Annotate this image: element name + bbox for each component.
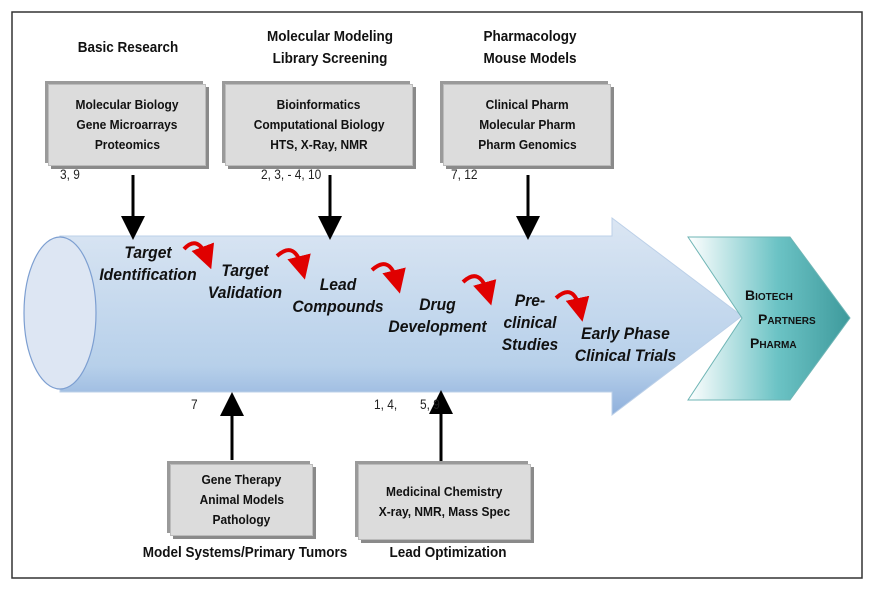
stage-line: clinical (503, 313, 557, 332)
stage-preclinical-studies: Pre- clinical Studies (493, 290, 567, 356)
heading-pharmacology: Pharmacology Mouse Models (440, 26, 620, 70)
box-item: Bioinformatics (277, 97, 361, 112)
box-item: Gene Microarrays (76, 117, 178, 132)
transition-arrow-5 (554, 290, 590, 322)
stage-line: Validation (207, 283, 283, 302)
stage-line: Compounds (292, 297, 384, 316)
stage-line: Clinical Trials (574, 346, 677, 365)
stage-line: Identification (99, 265, 197, 284)
box-item: Molecular Biology (75, 97, 179, 112)
stage-target-identification: Target Identification (93, 242, 203, 286)
box-item: Molecular Pharm (478, 117, 576, 132)
heading-line: Pharmacology (483, 28, 577, 45)
box-lead-optimization: Medicinal Chemistry X-ray, NMR, Mass Spe… (358, 464, 531, 540)
box-item: Proteomics (94, 137, 160, 152)
pipeline-arrow (59, 216, 743, 417)
box-item: Medicinal Chemistry (386, 484, 503, 499)
partners-chevron (687, 236, 851, 401)
heading-line: Molecular Modeling (266, 28, 393, 45)
stage-drug-development: Drug Development (385, 294, 491, 338)
refs-pharmacology: 7, 12 (451, 166, 478, 182)
box-item: Gene Therapy (201, 472, 282, 487)
partner-biotech: Biotech (745, 287, 793, 303)
transition-arrow-1 (182, 241, 215, 270)
box-model-systems: Gene Therapy Animal Models Pathology (170, 464, 313, 536)
stage-line: Target (124, 243, 172, 262)
stage-line: Early Phase (581, 324, 670, 343)
box-item: Pathology (212, 512, 271, 527)
stage-line: Studies (501, 335, 559, 354)
refs-basic-research: 3, 9 (60, 166, 80, 182)
box-item: X-ray, NMR, Mass Spec (378, 504, 511, 519)
stage-lead-compounds: Lead Compounds (287, 274, 388, 318)
stage-line: Development (388, 317, 487, 336)
box-item: HTS, X-Ray, NMR (270, 137, 368, 152)
stage-line: Target (221, 261, 269, 280)
refs-molecular-modeling: 2, 3, - 4, 10 (261, 166, 322, 182)
refs-lead-optimization-2: 5, 9 (420, 396, 440, 412)
transition-arrow-4 (461, 274, 497, 306)
heading-line: Mouse Models (483, 50, 577, 67)
box-basic-research: Molecular Biology Gene Microarrays Prote… (48, 84, 206, 166)
pipeline-cylinder-end (23, 236, 97, 390)
heading-line: Basic Research (77, 39, 179, 56)
stage-target-validation: Target Validation (199, 260, 291, 304)
refs-lead-optimization-1: 1, 4, (374, 396, 398, 412)
box-item: Clinical Pharm (485, 97, 569, 112)
heading-basic-research: Basic Research (56, 37, 200, 59)
stage-line: Lead (319, 275, 357, 294)
refs-model-systems: 7 (191, 396, 198, 412)
frame-border (11, 11, 863, 579)
stage-line: Drug (419, 295, 456, 314)
heading-model-systems: Model Systems/Primary Tumors (142, 544, 348, 561)
box-item: Animal Models (199, 492, 284, 507)
stage-early-phase-clinical-trials: Early Phase Clinical Trials (568, 323, 683, 367)
box-item: Pharm Genomics (477, 137, 577, 152)
box-molecular-modeling: Bioinformatics Computational Biology HTS… (225, 84, 413, 166)
transition-arrow-2 (275, 248, 311, 280)
stage-line: Pre- (514, 291, 546, 310)
heading-line: Library Screening (272, 50, 388, 67)
partner-partners: Partners (758, 311, 816, 327)
heading-molecular-modeling: Molecular Modeling Library Screening (240, 26, 420, 70)
partner-pharma: Pharma (750, 335, 797, 351)
box-item: Computational Biology (253, 117, 385, 132)
heading-lead-optimization: Lead Optimization (389, 544, 507, 561)
box-pharmacology: Clinical Pharm Molecular Pharm Pharm Gen… (443, 84, 611, 166)
transition-arrow-3 (370, 262, 406, 294)
